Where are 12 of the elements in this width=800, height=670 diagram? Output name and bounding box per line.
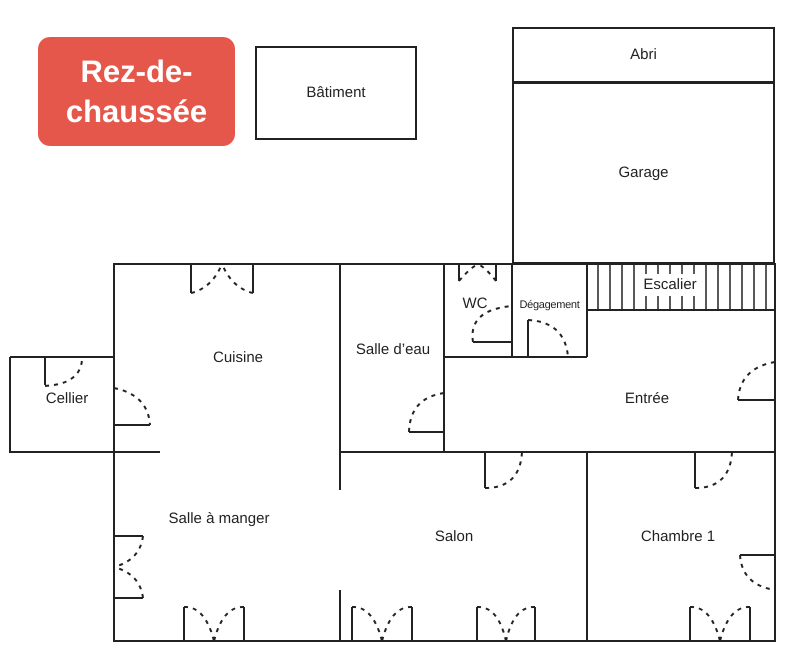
room-label: Chambre 1 [633, 526, 723, 548]
room-label: Salon [428, 526, 480, 548]
room-label: Salle à manger [158, 508, 280, 530]
room-label: Cellier [36, 388, 98, 410]
room-label: Salle d’eau [348, 339, 438, 361]
building-box: Bâtiment [255, 46, 417, 140]
room-label: Entrée [615, 388, 679, 410]
room-label: WC [458, 293, 492, 315]
title-badge: Rez-de-chaussée [38, 37, 235, 146]
building-box: Garage [512, 82, 775, 264]
building-box: Abri [512, 27, 775, 83]
room-label: Cuisine [200, 347, 276, 369]
